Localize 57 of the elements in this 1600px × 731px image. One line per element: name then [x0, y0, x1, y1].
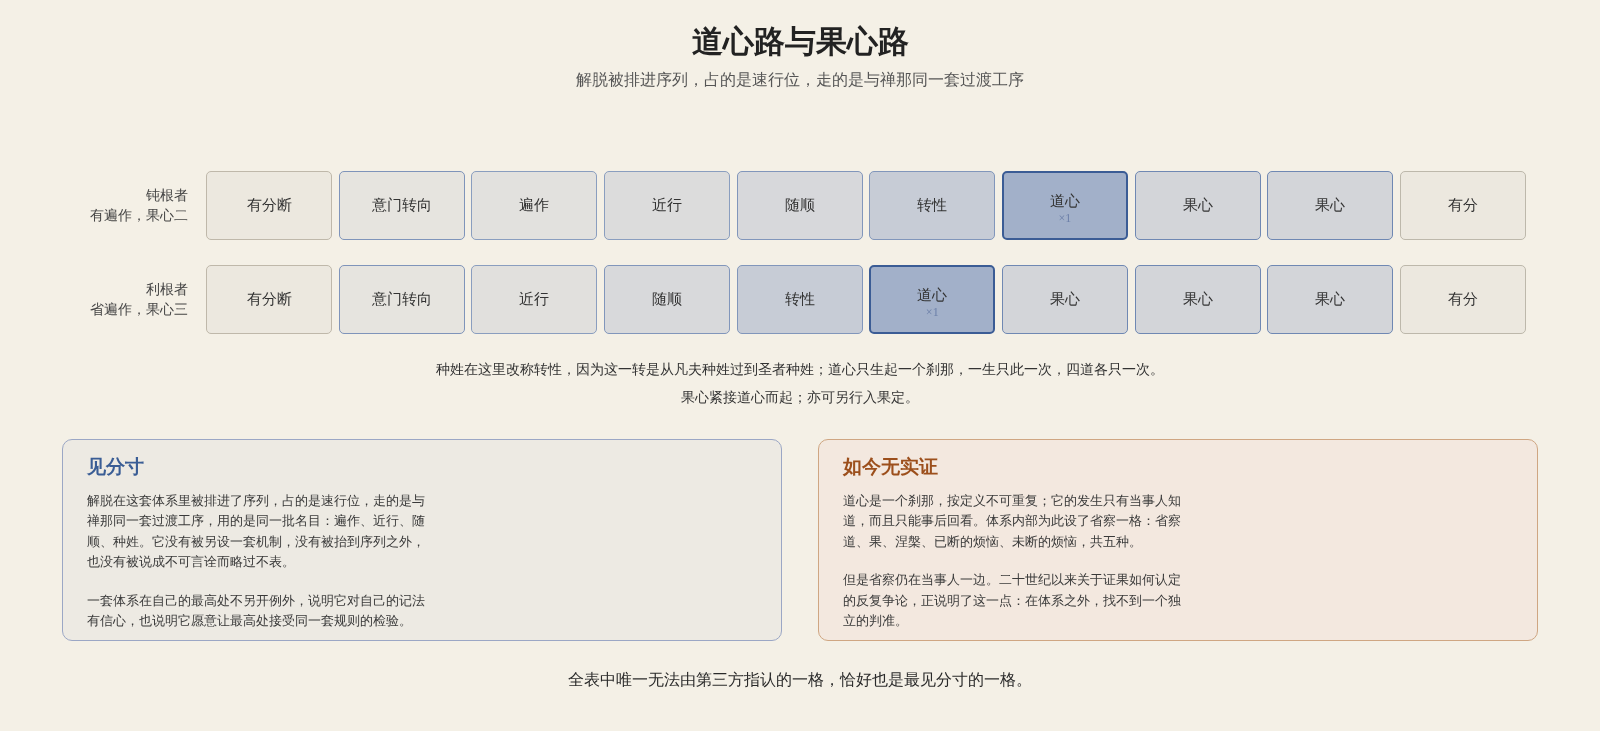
- paragraph: 道心是一个刹那，按定义不可重复；它的发生只有当事人知道，而且只能事后回看。体系内部为此设了省察一格：省察道、果、涅槃、已断的烦恼、未断的烦恼，共五种。: [843, 492, 1182, 551]
- step-label: 果心: [1315, 290, 1346, 309]
- step-box: [471, 171, 598, 240]
- step-label: 随顺: [651, 290, 682, 309]
- step-box: [206, 171, 332, 240]
- note-text: 种姓在这里改称转性，因为这一转是从凡夫种姓过到圣者种姓；道心只生起一个刹那，一生只此一次，四道各只一次。: [436, 359, 1164, 379]
- step-box: [1267, 265, 1394, 334]
- title: 道心路与果心路: [691, 23, 909, 61]
- step-label: 果心: [1182, 290, 1213, 309]
- step-label: 有分: [1447, 290, 1478, 309]
- panel-heading: 见分寸: [87, 456, 144, 479]
- step-box: [206, 265, 332, 334]
- step-box: [1267, 171, 1394, 240]
- step-label: 意门转向: [371, 290, 432, 309]
- step-box: [736, 265, 863, 334]
- step-box: [1399, 265, 1526, 334]
- row-label: 钝根者: [146, 186, 188, 205]
- step-box: [1399, 171, 1526, 240]
- step-label: 随顺: [784, 196, 815, 215]
- panel-heading: 如今无实证: [843, 455, 938, 479]
- step-box: [869, 171, 996, 240]
- note-panel: [818, 439, 1538, 641]
- step-label: 果心: [1182, 196, 1213, 215]
- step-box: [338, 265, 465, 334]
- step-box: [1001, 265, 1128, 334]
- step-box: [338, 171, 465, 240]
- step-label: 近行: [519, 290, 550, 309]
- row-label: 利根者: [146, 280, 188, 299]
- step-box: [1001, 171, 1128, 240]
- paragraph: 一套体系在自己的最高处不另开例外，说明它对自己的记法有信心，也说明它愿意让最高处接受同一套规则的检验。: [87, 591, 426, 631]
- step-box: [869, 265, 996, 334]
- conclusion-text: 全表中唯一无法由第三方指认的一格，恰好也是最见分寸的一格。: [568, 669, 1032, 690]
- step-label: 有分断: [246, 290, 292, 309]
- step-label: 近行: [651, 196, 682, 215]
- step-box: [471, 265, 598, 334]
- step-box: [1134, 171, 1261, 240]
- step-box: [603, 265, 730, 334]
- subtitle: 解脱被排进序列，占的是速行位，走的是与禅那同一套过渡工序: [576, 70, 1024, 90]
- step-label: 道心: [1049, 191, 1080, 211]
- step-label: 转性: [917, 196, 948, 215]
- step-label: 遍作: [519, 196, 550, 215]
- step-label: 转性: [784, 290, 815, 309]
- note-text: 果心紧接道心而起；亦可另行入果定。: [681, 387, 919, 407]
- step-label: 有分断: [246, 196, 292, 215]
- step-box: [603, 171, 730, 240]
- paragraph: 解脱在这套体系里被排进了序列，占的是速行位，走的是与禅那同一套过渡工序，用的是同一批名目：遍作、近行、随顺、种姓。它没有被另设一套机制，没有被抬到序列之外，也没有被说成不可言诠而略过不表。: [87, 492, 426, 572]
- step-label: 果心: [1315, 196, 1346, 215]
- paragraph: 但是省察仍在当事人一边。二十世纪以来关于证果如何认定的反复争论，正说明了这一点：在体系之外，找不到一个独立的判准。: [843, 571, 1182, 631]
- step-label: 有分: [1447, 196, 1478, 215]
- step-label: 意门转向: [371, 196, 432, 215]
- step-label: 道心: [917, 285, 948, 305]
- row-label: 省遍作，果心三: [90, 300, 188, 319]
- step-box: [1134, 265, 1261, 334]
- note-panel: [62, 439, 782, 641]
- step-box: [736, 171, 863, 240]
- step-label: 果心: [1049, 290, 1080, 309]
- row-label: 有遍作，果心二: [90, 206, 188, 225]
